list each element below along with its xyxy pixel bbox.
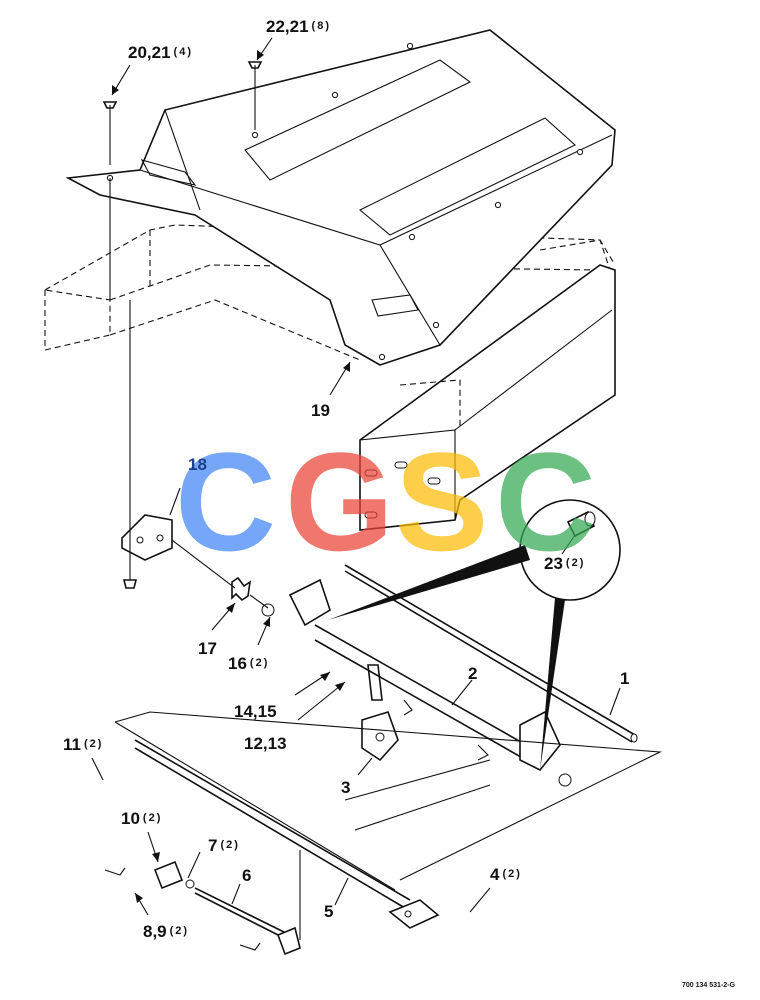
callout-number: 4 [490, 865, 500, 884]
callout-quantity: (2) [502, 868, 522, 880]
bracket-assembly [121, 300, 173, 589]
callout-number: 7 [208, 836, 218, 855]
callout-number: 12,13 [244, 734, 287, 753]
spring-17 [171, 539, 269, 609]
watermark-letter: C [495, 423, 597, 580]
callout-4: 4(2) [490, 866, 522, 883]
cover-bolts [102, 61, 263, 300]
callout-8-9: 8,9(2) [143, 923, 189, 940]
cover-panel [65, 29, 616, 366]
callout-quantity: (2) [169, 925, 190, 937]
callout-number: 11 [63, 735, 81, 754]
callout-number: 16 [228, 654, 247, 673]
shaft-5 [134, 739, 440, 929]
callout-number: 2 [468, 664, 478, 683]
callout-1: 1 [620, 670, 629, 687]
callout-23: 23(2) [544, 555, 585, 572]
callout-number: 22,21 [266, 17, 309, 36]
document-number: 700 134 531-2-G [682, 982, 735, 989]
callout-22-21: 22,21(8) [266, 18, 331, 35]
callout-20-21: 20,21(4) [128, 44, 193, 61]
watermark-letter: C [175, 423, 277, 580]
callout-quantity: (2) [249, 657, 270, 669]
callout-number: 8,9 [143, 922, 167, 941]
detail-circle-23 [328, 499, 621, 770]
callout-quantity: (8) [311, 20, 331, 32]
callout-11: 11(2) [63, 736, 103, 753]
callout-16: 16(2) [228, 655, 269, 672]
callout-quantity: (2) [565, 557, 586, 569]
watermark-letter: G [285, 423, 394, 580]
callout-number: 14,15 [234, 702, 277, 721]
callout-quantity: (4) [173, 46, 193, 58]
callout-7: 7(2) [208, 837, 240, 854]
callout-quantity: (2) [142, 812, 163, 824]
callout-number: 17 [198, 639, 217, 658]
callout-number: 19 [311, 401, 330, 420]
callout-12-13: 12,13 [244, 735, 287, 752]
callout-3: 3 [341, 779, 350, 796]
callout-quantity: (2) [83, 738, 104, 750]
callout-number: 20,21 [128, 43, 171, 62]
callout-6: 6 [242, 867, 251, 884]
callout-14-15: 14,15 [234, 703, 277, 720]
callout-19: 19 [311, 402, 330, 419]
linkage-6 [104, 860, 301, 956]
callout-number: 23 [544, 554, 563, 573]
callout-number: 6 [242, 866, 252, 885]
frame-rail-right [359, 264, 616, 531]
leader-lines [91, 37, 621, 916]
tube-assembly-2 [261, 578, 572, 787]
callout-quantity: (2) [220, 839, 240, 851]
callout-number: 5 [324, 902, 334, 921]
watermark-letter: S [395, 423, 489, 580]
callout-10: 10(2) [121, 810, 162, 827]
callout-5: 5 [324, 903, 333, 920]
callout-18: 18 [188, 456, 207, 473]
callout-number: 3 [341, 778, 351, 797]
callout-17: 17 [198, 640, 217, 657]
callout-number: 10 [121, 809, 140, 828]
callout-number: 18 [188, 455, 207, 474]
callout-number: 1 [620, 669, 630, 688]
callout-2: 2 [468, 665, 477, 682]
base-outline [114, 711, 663, 940]
